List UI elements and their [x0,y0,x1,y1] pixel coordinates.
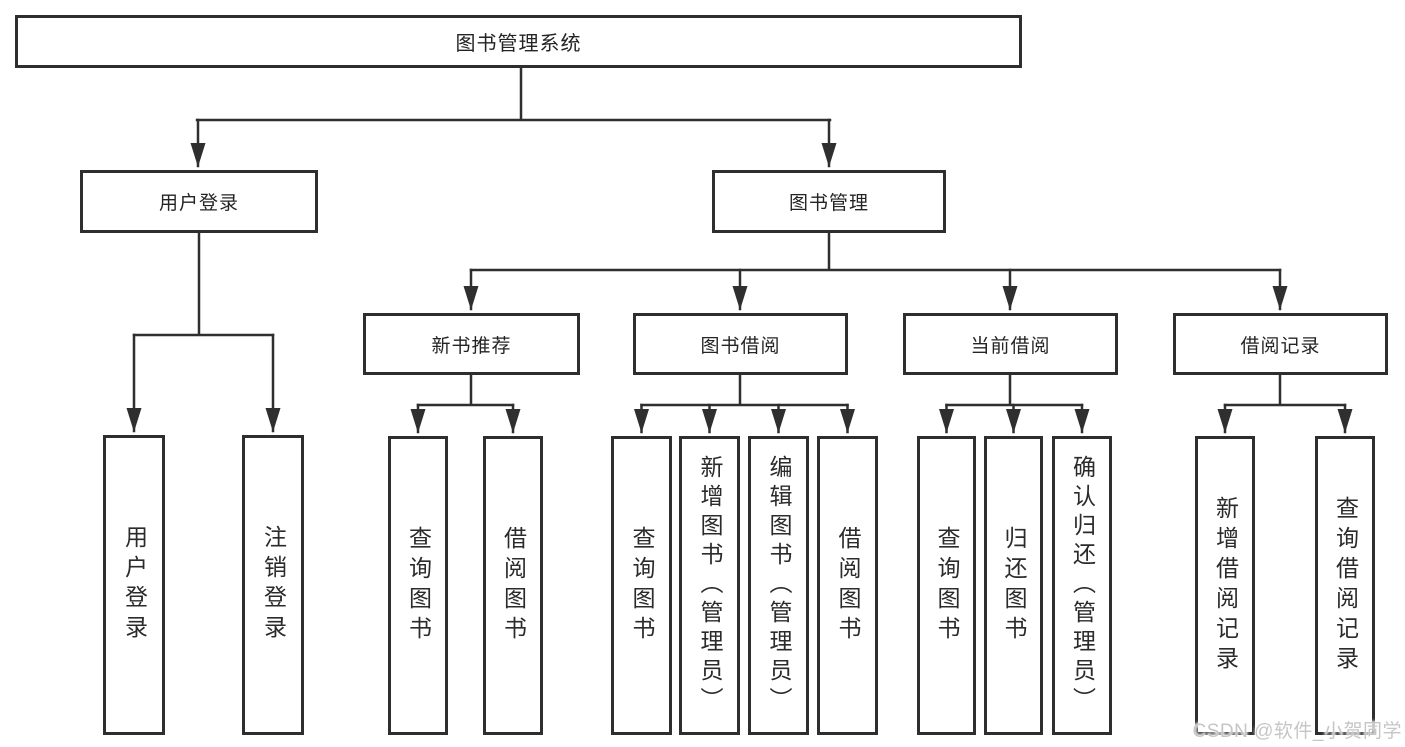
leaf-br-query-record-label: 查询借阅记录 [1332,495,1359,676]
node-new-books-label: 新书推荐 [431,335,512,357]
connector-user-login-bus [132,231,275,337]
leaf-bb-borrow-books: 借阅图书 [817,436,878,735]
leaf-nb-borrow-books-label: 借阅图书 [500,525,527,646]
leaf-bb-edit-books-label: 编辑图书（管理员） [766,455,792,716]
leaf-user-login: 用户登录 [103,435,165,735]
leaf-bb-add-books: 新增图书（管理员） [679,436,740,735]
leaf-bb-edit-books: 编辑图书（管理员） [748,436,809,735]
node-current-borrow: 当前借阅 [903,313,1118,375]
node-current-borrow-label: 当前借阅 [970,335,1051,357]
node-book-borrow: 图书借阅 [633,313,848,375]
node-borrow-records: 借阅记录 [1173,313,1388,375]
node-root-system: 图书管理系统 [15,15,1022,68]
leaf-cb-confirm-return-label: 确认归还（管理员） [1069,455,1096,716]
leaf-cb-query-books-label: 查询图书 [934,525,960,646]
connector-current-borrow-bus [945,373,1084,407]
connector-book-borrow-bus [640,373,849,407]
node-book-borrow-label: 图书借阅 [700,335,781,357]
leaf-cb-query-books: 查询图书 [917,436,976,735]
leaf-cb-return-books-label: 归还图书 [1001,525,1027,646]
leaf-logout-label: 注销登录 [260,525,287,645]
node-root-system-label: 图书管理系统 [455,33,582,55]
node-book-mgmt: 图书管理 [712,170,946,233]
node-user-login: 用户登录 [80,170,318,233]
leaf-user-login-label: 用户登录 [121,525,148,645]
node-book-mgmt-label: 图书管理 [788,193,869,214]
connector-new-books-bus [416,373,515,407]
leaf-nb-borrow-books: 借阅图书 [483,436,543,735]
node-new-books: 新书推荐 [363,313,580,375]
connector-borrow-records-bus [1223,373,1347,407]
connector-root-bus [195,66,832,122]
node-user-login-label: 用户登录 [158,193,239,214]
csdn-watermark: CSDN @软件_小贺同学 [1192,721,1402,742]
leaf-logout: 注销登录 [242,435,304,735]
leaf-cb-confirm-return: 确认归还（管理员） [1052,436,1112,735]
leaf-nb-query-books: 查询图书 [388,436,448,735]
leaf-bb-query-books-label: 查询图书 [629,525,655,646]
leaf-br-query-record: 查询借阅记录 [1315,436,1375,735]
leaf-bb-borrow-books-label: 借阅图书 [835,525,861,646]
leaf-br-add-record: 新增借阅记录 [1195,436,1255,735]
leaf-nb-query-books-label: 查询图书 [405,525,432,646]
leaf-bb-add-books-label: 新增图书（管理员） [697,455,723,716]
node-borrow-records-label: 借阅记录 [1240,335,1321,357]
leaf-cb-return-books: 归还图书 [984,436,1043,735]
leaf-br-add-record-label: 新增借阅记录 [1212,495,1239,676]
leaf-bb-query-books: 查询图书 [611,436,672,735]
connector-book-mgmt-bus [469,231,1282,272]
